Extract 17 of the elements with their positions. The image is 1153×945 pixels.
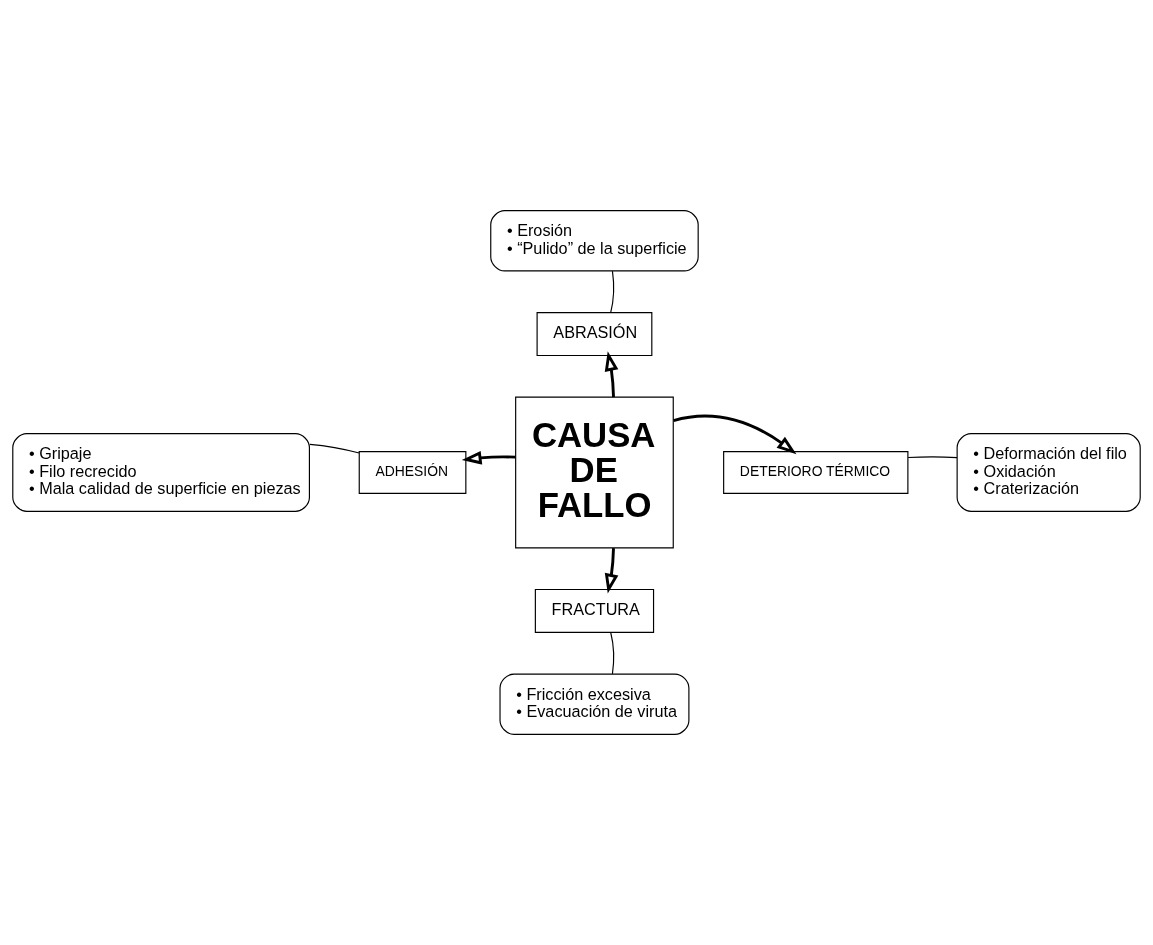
node-box: • Deformación del filo • Oxidación • Craterización <box>956 433 1141 512</box>
arrow <box>673 414 797 455</box>
connector <box>610 632 615 675</box>
node-box: • Erosión • “Pulido” de la superficie <box>490 210 699 272</box>
arrow <box>461 450 516 465</box>
arrow <box>604 351 619 398</box>
connector <box>610 270 615 314</box>
node-box: ABRASIÓN <box>536 312 653 357</box>
node-box: FRACTURA <box>534 588 655 633</box>
connector <box>907 456 958 459</box>
connector <box>309 443 360 454</box>
node-box: DETERIORO TÉRMICO <box>723 451 909 494</box>
node-box: CAUSA DE FALLO <box>515 396 674 549</box>
arrow <box>604 548 619 594</box>
node-box: • Gripaje • Filo recrecido • Mala calidad de superficie en piezas <box>12 433 310 512</box>
node-box: • Fricción excesiva • Evacuación de viruta <box>499 673 690 735</box>
node-box: ADHESIÓN <box>358 451 467 494</box>
